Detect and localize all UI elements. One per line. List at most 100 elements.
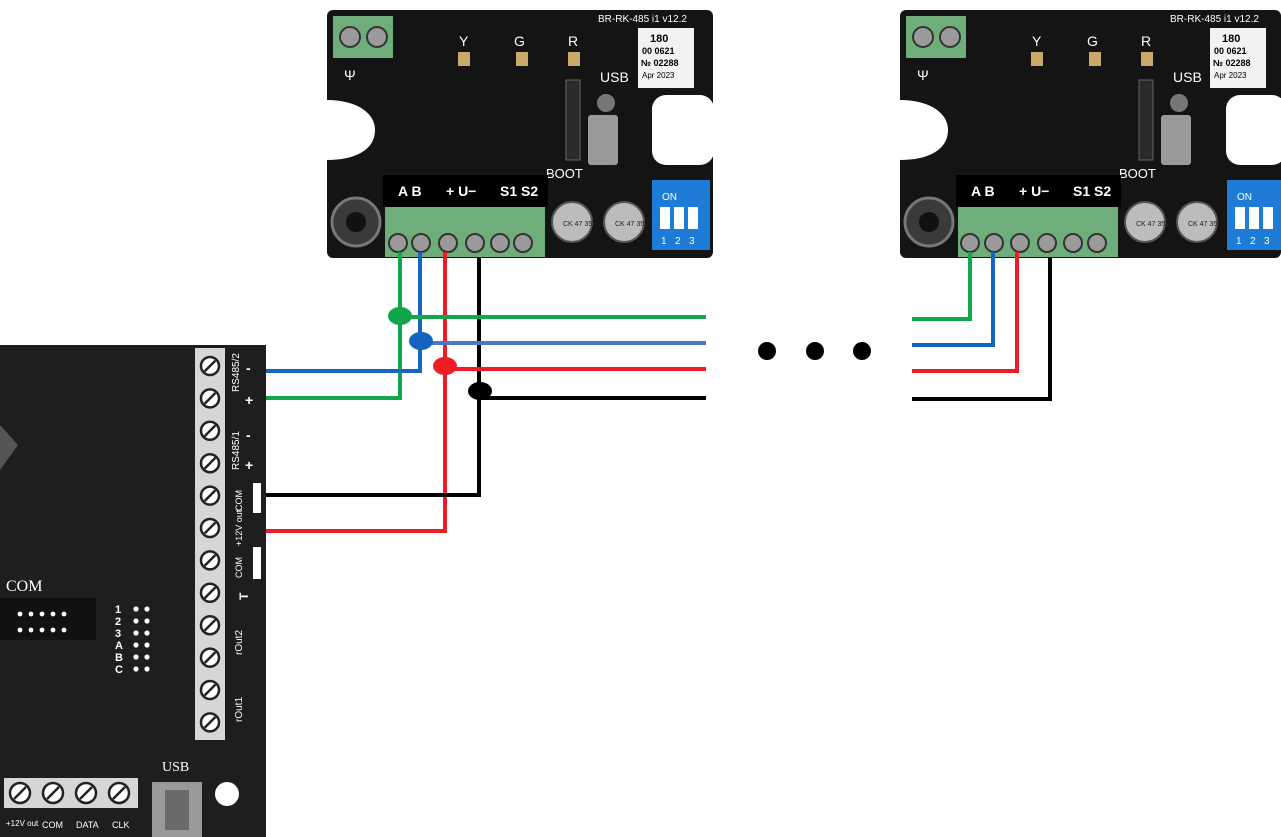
controller-screw-6-slot [203, 521, 217, 535]
controller-screw-2-slot [203, 392, 217, 405]
wire-red-right [912, 252, 1019, 373]
model-text-right: BR-RK-485 i1 v12.2 [1170, 14, 1259, 25]
out12-label: +12V out [234, 509, 244, 546]
com-pin [39, 627, 45, 633]
led-label-g-right: G [1087, 33, 1098, 49]
jumper-pin [133, 618, 139, 624]
terminal-screws-left [388, 233, 533, 253]
bottom-terminal-screws [8, 781, 131, 805]
capacitor-text-3: CK 47 35V [1136, 221, 1170, 228]
rs485-2-minus: - [246, 360, 251, 376]
reader-board-left: Ψ Y G R BR-RK-485 i1 v12.2 180 00 0621 №… [327, 10, 714, 258]
junctions [388, 307, 492, 400]
led-label-y: Y [459, 33, 469, 49]
jumper-pin [133, 630, 139, 636]
controller-screw-7-slot [203, 554, 217, 567]
bottom-screw-2-slot [46, 786, 60, 800]
dip-num-1-right: 1 [1236, 236, 1242, 247]
sticker-line2: 00 0621 [642, 46, 675, 56]
dip-on-label-right: ON [1237, 192, 1252, 203]
ellipsis-dot-1 [758, 342, 776, 360]
controller-board: RS485/2 - + RS485/1 - + COM +12V out COM… [0, 345, 266, 837]
jumper-pin [133, 654, 139, 660]
capacitor-text-2: CK 47 35V [615, 221, 649, 228]
controller-screw-11-slot [203, 683, 217, 697]
com-pin [17, 627, 23, 633]
jumper-pin [133, 606, 139, 612]
jumper-pin [133, 642, 139, 648]
rout2-label: rOut2 [234, 630, 245, 655]
junction-green [388, 307, 412, 325]
pin-label-2: 2 [115, 616, 121, 628]
capacitor-text-1: CK 47 35V [563, 221, 597, 228]
controller-terminal-screws [199, 355, 221, 733]
terminal-s-label-right: S1 S2 [1073, 183, 1111, 199]
rs485-1-plus: + [245, 457, 253, 473]
pin-label-a: A [115, 640, 123, 652]
com-pin [50, 611, 56, 617]
usb-label: USB [600, 69, 629, 85]
led-label-g: G [514, 33, 525, 49]
controller-screw-5-slot [203, 489, 217, 502]
bottom-screw-3-slot [79, 786, 93, 800]
com-pin [61, 611, 67, 617]
ellipsis-dot-3 [853, 342, 871, 360]
jumper-pin [144, 630, 150, 636]
sticker-line2-right: 00 0621 [1214, 46, 1247, 56]
sticker-line3: № 02288 [641, 58, 679, 68]
wire-blue-drop-left [266, 252, 422, 373]
com-pin [39, 611, 45, 617]
bottom-term-data: DATA [76, 820, 99, 830]
wires [266, 252, 1052, 533]
rs485-2-plus: + [245, 392, 253, 408]
controller-screw-10-slot [203, 651, 217, 664]
controller-screw-3-slot [203, 424, 217, 438]
dip-on-label: ON [662, 192, 677, 203]
bottom-term-clk: CLK [112, 820, 130, 830]
wire-blue-right [912, 252, 995, 347]
dip-num-3: 3 [689, 236, 695, 247]
sticker-line4: Apr 2023 [642, 71, 675, 80]
dip-num-2-right: 2 [1250, 236, 1256, 247]
jumper-pin [144, 606, 150, 612]
controller-screw-4-slot [203, 456, 217, 470]
com-label-1: COM [234, 490, 244, 511]
sticker-line1: 180 [650, 33, 668, 45]
bottom-term-12v: +12V out [6, 819, 39, 828]
svg-text:Ψ: Ψ [917, 67, 929, 83]
com-pin [17, 611, 23, 617]
controller-screw-8-slot [203, 586, 217, 600]
pin-label-3: 3 [115, 628, 121, 640]
terminal-u-label-right: + U− [1019, 183, 1049, 199]
bottom-screw-4-slot [112, 786, 126, 800]
rs485-1-minus: - [246, 427, 251, 443]
boot-label-right: BOOT [1119, 166, 1156, 181]
reader-board-right: Ψ Y G R BR-RK-485 i1 v12.2 180 00 0621 №… [900, 10, 1281, 258]
dip-num-1: 1 [661, 236, 667, 247]
junction-red [433, 357, 457, 375]
wire-green-right [912, 252, 972, 321]
controller-screw-1-slot [203, 359, 217, 373]
bottom-term-com: COM [42, 820, 63, 830]
rout1-label: rOut1 [234, 697, 245, 722]
rs485-1-label: RS485/1 [231, 431, 242, 470]
com-header-label: COM [6, 578, 42, 595]
pin-label-c: C [115, 664, 123, 676]
pin-label-b: B [115, 652, 123, 664]
jumper-pin [133, 666, 139, 672]
junction-blue [409, 332, 433, 350]
jumper-pin [144, 642, 150, 648]
com-label-2: COM [234, 557, 244, 578]
com-pin [28, 611, 34, 617]
junction-black [468, 382, 492, 400]
terminal-ab-label-right: A B [971, 183, 995, 199]
dip-num-3-right: 3 [1264, 236, 1270, 247]
usb-label-right: USB [1173, 69, 1202, 85]
terminal-s-label: S1 S2 [500, 183, 538, 199]
led-label-r: R [568, 33, 578, 49]
t-label: T [237, 592, 251, 600]
led-label-r-right: R [1141, 33, 1151, 49]
com-pin [28, 627, 34, 633]
dip-num-2: 2 [675, 236, 681, 247]
